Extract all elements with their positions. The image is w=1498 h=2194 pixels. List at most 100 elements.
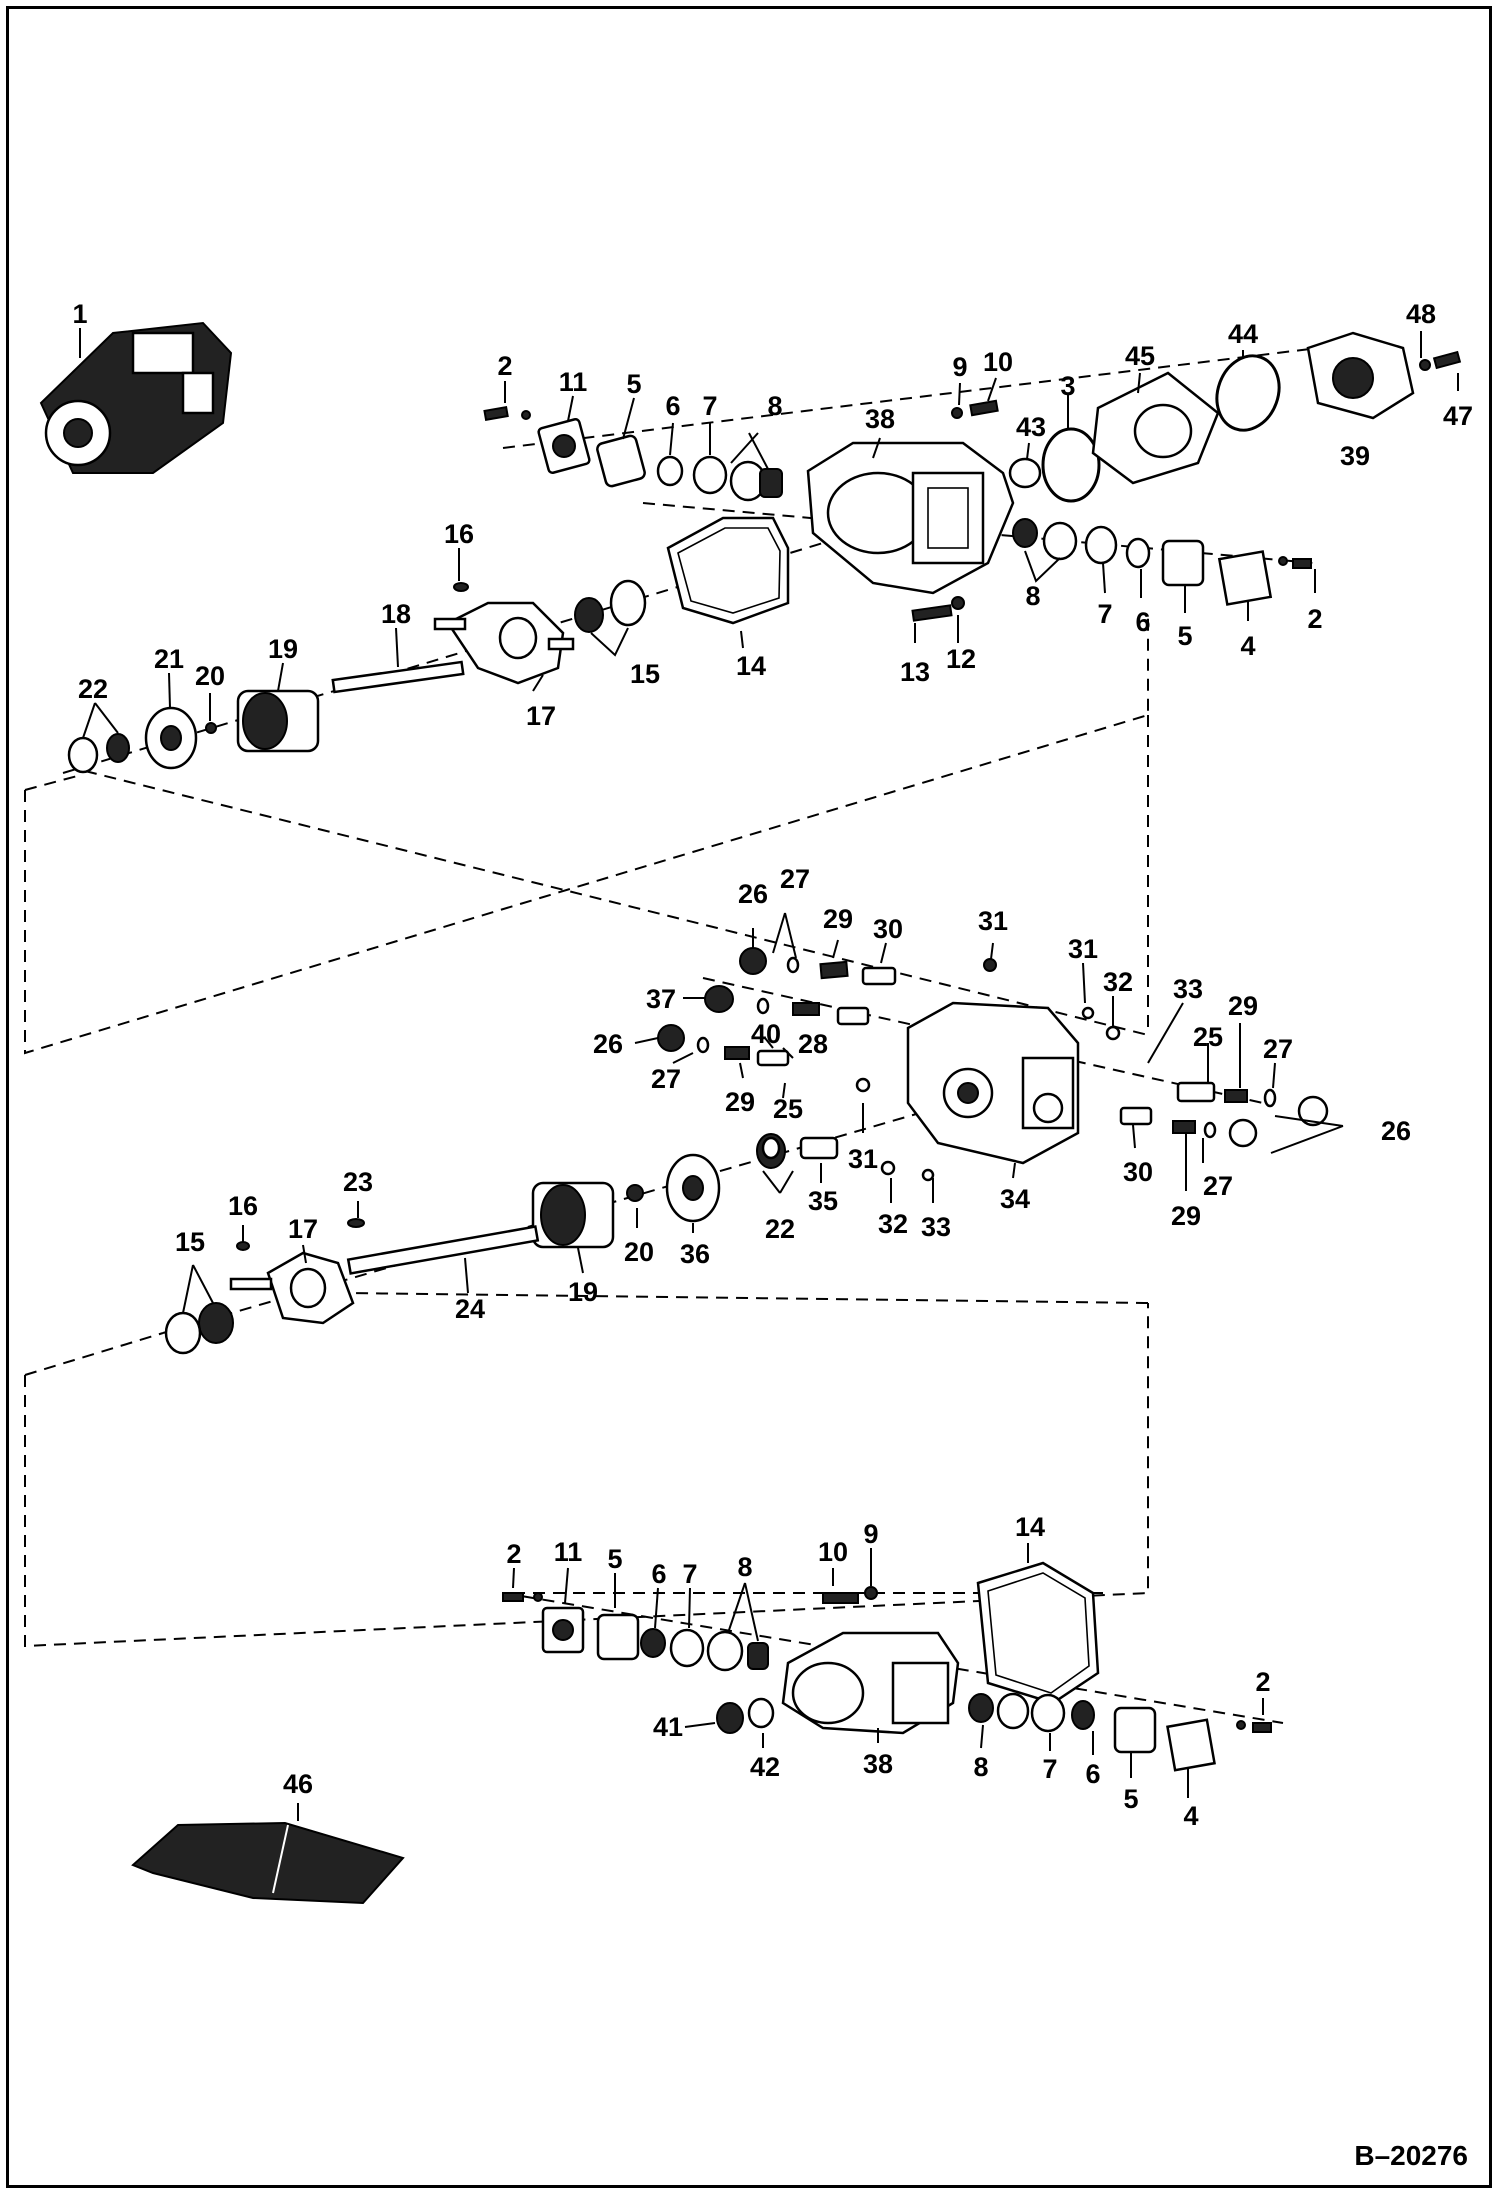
callout-26c: 26 <box>1381 1116 1411 1146</box>
upper-cover-parts <box>483 405 783 502</box>
pump-housing-lower <box>781 1631 960 1735</box>
callout-8d: 8 <box>973 1752 988 1782</box>
callout-8b: 8 <box>1025 581 1040 611</box>
callout-8: 8 <box>767 391 782 421</box>
callout-5d: 5 <box>1123 1784 1138 1814</box>
callout-17: 17 <box>526 701 556 731</box>
callout-10: 10 <box>983 347 1013 377</box>
callout-30: 30 <box>873 914 903 944</box>
center-section-block <box>906 1001 1080 1165</box>
callout-31: 31 <box>978 906 1008 936</box>
callout-29: 29 <box>823 904 853 934</box>
callout-23: 23 <box>343 1167 373 1197</box>
callout-32: 32 <box>1103 967 1133 997</box>
leader-lines <box>79 328 1459 1821</box>
callout-27d: 27 <box>1203 1171 1233 1201</box>
callout-26b: 26 <box>593 1029 623 1059</box>
callout-29b: 29 <box>725 1087 755 1117</box>
callout-4: 4 <box>1240 631 1255 661</box>
diagram-frame: 1 2 11 5 6 7 8 38 9 10 43 3 45 44 48 39 … <box>6 6 1492 2188</box>
callout-29d: 29 <box>1171 1201 1201 1231</box>
callout-17b: 17 <box>288 1214 318 1244</box>
callout-33b: 33 <box>921 1212 951 1242</box>
center-shaft-assembly <box>164 1153 721 1355</box>
callout-14b: 14 <box>1015 1512 1045 1542</box>
callout-16b: 16 <box>228 1191 258 1221</box>
callout-39: 39 <box>1340 441 1370 471</box>
callout-19b: 19 <box>568 1277 598 1307</box>
callout-21: 21 <box>154 644 184 674</box>
callout-6: 6 <box>665 391 680 421</box>
callout-11b: 11 <box>554 1537 583 1567</box>
callout-7d: 7 <box>1042 1754 1057 1784</box>
callout-30b: 30 <box>1123 1157 1153 1187</box>
callout-7b: 7 <box>1097 599 1112 629</box>
callout-32b: 32 <box>878 1209 908 1239</box>
callout-15: 15 <box>630 659 660 689</box>
callout-6d: 6 <box>1085 1759 1100 1789</box>
callout-2: 2 <box>497 351 512 381</box>
callout-37: 37 <box>646 984 676 1014</box>
callout-5b: 5 <box>1177 621 1192 651</box>
callout-2b: 2 <box>1307 604 1322 634</box>
callout-10b: 10 <box>818 1537 848 1567</box>
callout-47: 47 <box>1443 401 1473 431</box>
callout-27: 27 <box>780 864 810 894</box>
callout-19: 19 <box>268 634 298 664</box>
callout-34: 34 <box>1000 1184 1030 1214</box>
exploded-parts-diagram: 1 2 11 5 6 7 8 38 9 10 43 3 45 44 48 39 … <box>24 299 1473 1905</box>
callout-22: 22 <box>78 674 108 704</box>
pump-housing-upper <box>806 441 1015 595</box>
callout-41: 41 <box>653 1712 683 1742</box>
callout-24: 24 <box>455 1294 485 1324</box>
callout-25b: 25 <box>1193 1022 1223 1052</box>
callout-38: 38 <box>865 404 895 434</box>
center-valve-parts <box>657 947 1121 1182</box>
callout-38b: 38 <box>863 1749 893 1779</box>
callout-12: 12 <box>946 644 976 674</box>
diagram-reference-code: B–20276 <box>1354 2140 1468 2171</box>
callout-18: 18 <box>381 599 411 629</box>
callout-46: 46 <box>283 1769 313 1799</box>
callout-40: 40 <box>751 1019 781 1049</box>
callout-2d: 2 <box>1255 1667 1270 1697</box>
callout-45: 45 <box>1125 341 1155 371</box>
upper-right-cover-parts <box>911 518 1312 622</box>
lower-cover-parts <box>502 1586 878 1734</box>
callout-5: 5 <box>626 369 641 399</box>
gasket-upper <box>666 516 790 625</box>
callout-22b: 22 <box>765 1214 795 1244</box>
callout-20: 20 <box>195 661 225 691</box>
callout-6b: 6 <box>1135 607 1150 637</box>
callout-27b: 27 <box>651 1064 681 1094</box>
callout-28: 28 <box>798 1029 828 1059</box>
gasket-lower <box>976 1561 1100 1705</box>
callout-35: 35 <box>808 1186 838 1216</box>
callout-20b: 20 <box>624 1237 654 1267</box>
callout-48: 48 <box>1406 299 1436 329</box>
callout-2c: 2 <box>506 1539 521 1569</box>
callout-26: 26 <box>738 879 768 909</box>
assembly-boundary-lines <box>24 615 1149 1648</box>
callout-25: 25 <box>773 1094 803 1124</box>
complete-pump-assembly-icon <box>39 321 233 474</box>
callout-16: 16 <box>444 519 474 549</box>
callout-7c: 7 <box>682 1559 697 1589</box>
callout-44: 44 <box>1228 319 1258 349</box>
callout-42: 42 <box>750 1752 780 1782</box>
upper-shaft-assembly <box>67 579 647 774</box>
decal-icon <box>131 1821 405 1905</box>
callout-43: 43 <box>1016 412 1046 442</box>
lower-right-cover-parts <box>968 1692 1272 1772</box>
callout-11: 11 <box>559 367 588 397</box>
callout-7: 7 <box>702 391 717 421</box>
callout-36: 36 <box>680 1239 710 1269</box>
callout-14: 14 <box>736 651 766 681</box>
upper-right-parts <box>951 331 1462 503</box>
callout-1: 1 <box>72 299 87 329</box>
callout-8c: 8 <box>737 1552 752 1582</box>
callout-29c: 29 <box>1228 991 1258 1021</box>
callout-27c: 27 <box>1263 1034 1293 1064</box>
center-right-valve-parts <box>1119 1081 1329 1148</box>
callout-31b: 31 <box>1068 934 1098 964</box>
